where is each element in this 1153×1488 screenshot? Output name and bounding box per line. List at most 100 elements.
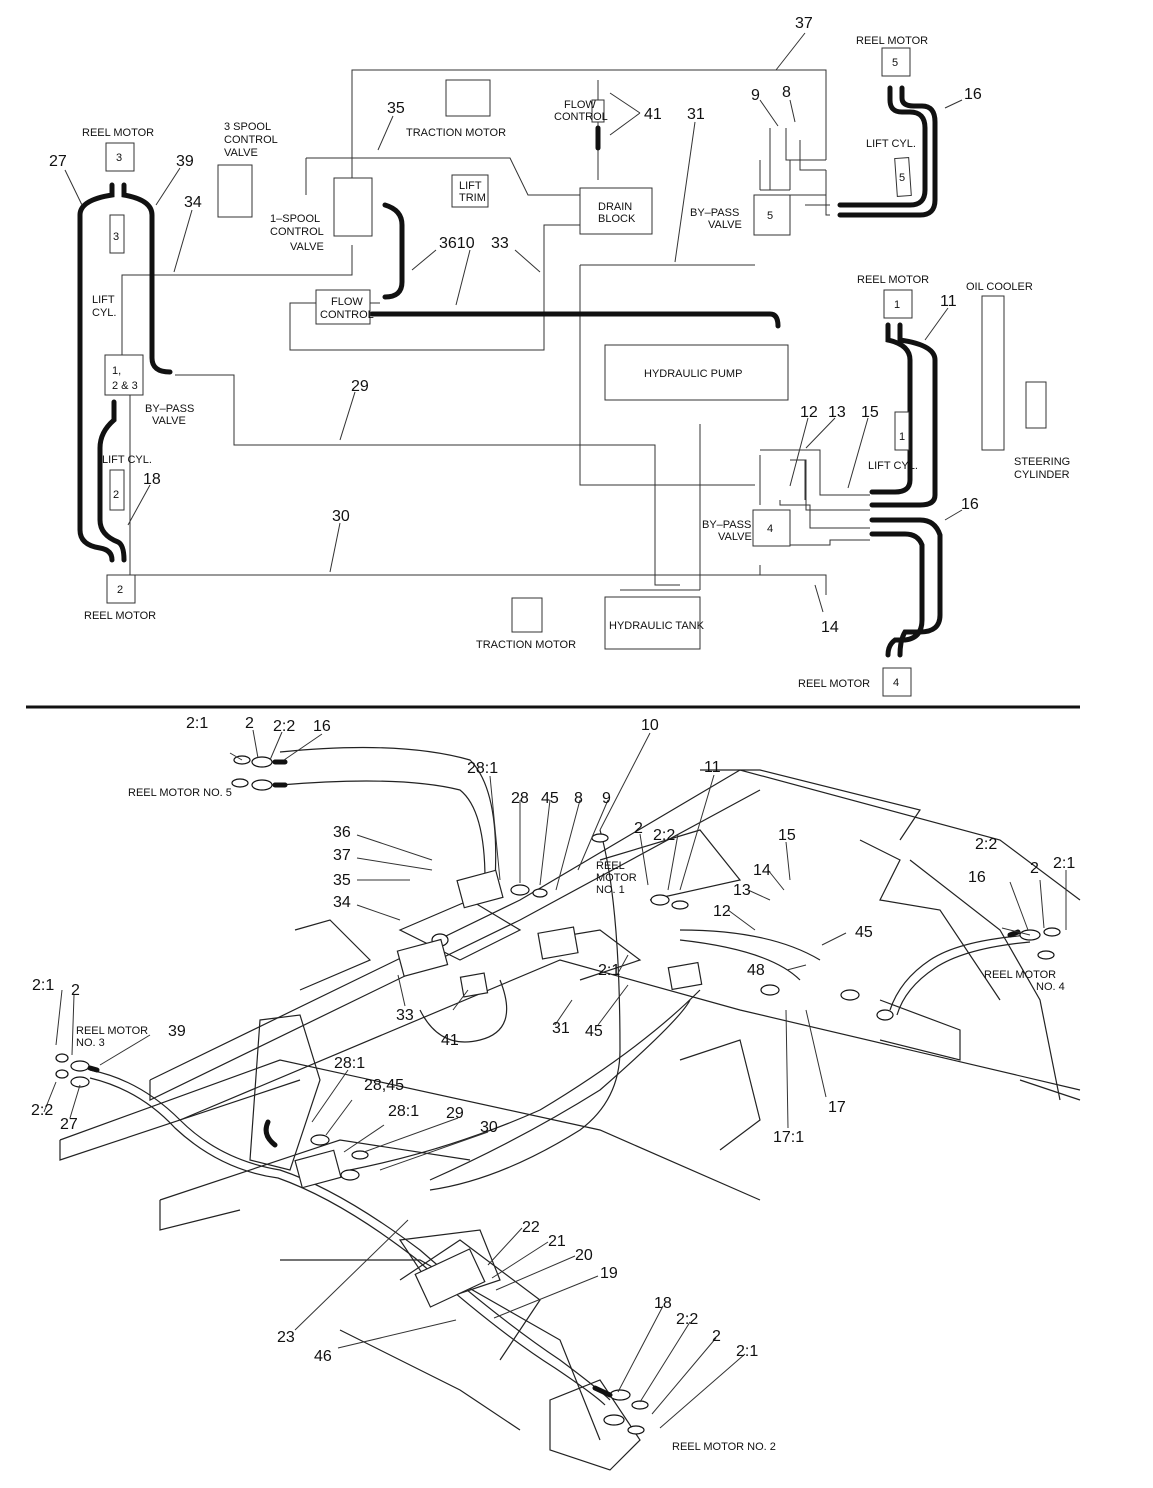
a-callout-17-1: 17:1 [773, 1129, 804, 1146]
callout-35: 35 [387, 100, 405, 117]
a-callout-16-reel4: 16 [968, 869, 986, 886]
hoses [77, 85, 943, 658]
a-callout-45-top: 45 [541, 790, 559, 807]
a-callout-13: 13 [733, 882, 751, 899]
callout-16-top: 16 [964, 86, 982, 103]
fitting-reel5-b [251, 756, 273, 768]
reel-motor-3-box [105, 142, 135, 172]
flow-control-box-label-2: CONTROL [320, 309, 374, 321]
a-callout-45-right: 45 [855, 924, 873, 941]
fitting-right-c [876, 1009, 894, 1021]
fitting-reel4-c [1037, 950, 1055, 960]
a-callout-19: 19 [600, 1265, 618, 1282]
lift-trim-label-2: TRIM [459, 192, 486, 204]
reel-motor-no4-label-1: REEL MOTOR [984, 969, 1056, 981]
a-callout-28-1-a: 28:1 [334, 1055, 365, 1072]
a-callout-22: 22 [522, 1219, 540, 1236]
lift-cyl-1-label: LIFT CYL. [868, 460, 918, 472]
a-callout-34: 34 [333, 894, 351, 911]
a-callout-29: 29 [446, 1105, 464, 1122]
lift-trim-box [451, 174, 489, 208]
callout-30: 30 [332, 508, 350, 525]
fitting-center-d [650, 894, 670, 906]
reel-motor-3-num: 3 [116, 152, 122, 164]
reel-motor-no5-label: REEL MOTOR NO. 5 [128, 787, 232, 799]
fitting-reel3-d [70, 1076, 90, 1088]
fitting-left-b [340, 1169, 360, 1181]
spool1-label-1: 1–SPOOL [270, 213, 320, 225]
lift-cylinder-5 [894, 157, 912, 197]
bypass5-box [753, 194, 791, 236]
callout-11: 11 [940, 293, 957, 310]
hydraulic-pump-label: HYDRAULIC PUMP [644, 368, 742, 380]
reel-motor-no3-label-1: REEL MOTOR [76, 1025, 148, 1037]
fitting-reel2-b [631, 1400, 649, 1410]
flow-control-box [315, 289, 371, 325]
lift-cyl-1-num: 1 [899, 431, 905, 443]
reel-motor-4-num: 4 [893, 677, 899, 689]
a-callout-39: 39 [168, 1023, 186, 1040]
traction-motor-top-box [445, 79, 491, 117]
a-callout-30: 30 [480, 1119, 498, 1136]
bypass4-num: 4 [767, 523, 773, 535]
callout-27: 27 [49, 153, 67, 170]
oil-cooler-label: OIL COOLER [966, 281, 1033, 293]
reel-motor-2-box [106, 574, 136, 604]
a-callout-2-2-reel2: 2:2 [676, 1311, 698, 1328]
a-callout-35: 35 [333, 872, 351, 889]
reel-motor-no2-label: REEL MOTOR NO. 2 [672, 1441, 776, 1453]
a-callout-9: 9 [602, 790, 611, 807]
a-callout-2-2-reel3: 2:2 [31, 1102, 53, 1119]
a-callout-17: 17 [828, 1099, 846, 1116]
lift-cyl-3-label-2: CYL. [92, 307, 116, 319]
reel-motor-no1-label-2: MOTOR [596, 872, 637, 884]
traction-motor-bottom-label: TRACTION MOTOR [476, 639, 576, 651]
fitting-reel5-d [251, 779, 273, 791]
a-callout-37: 37 [333, 847, 351, 864]
drain-block-box [579, 187, 653, 235]
callout-37: 37 [795, 15, 813, 32]
callout-9: 9 [751, 87, 760, 104]
valve-block-left [294, 1149, 342, 1189]
callout-39: 39 [176, 153, 194, 170]
hydraulic-tank-box [604, 596, 701, 650]
bypass-manifold [414, 1248, 486, 1308]
fittings [55, 755, 1061, 1435]
reel-motor-no1-label-1: REEL [596, 860, 625, 872]
spool3-label-1: 3 SPOOL [224, 121, 271, 133]
assembly-leaders [43, 729, 1067, 1429]
callout-16-bottom: 16 [961, 496, 979, 513]
valve-block-center [537, 926, 579, 960]
lift-cyl-3-label-1: LIFT [92, 294, 115, 306]
reel-motor-no4-label-2: NO. 4 [1036, 981, 1065, 993]
a-callout-31: 31 [552, 1020, 570, 1037]
a-callout-2-1-reel2: 2:1 [736, 1343, 758, 1360]
a-callout-16-reel5: 16 [313, 718, 331, 735]
a-callout-2-reel5: 2 [245, 715, 254, 732]
fitting-reel5-c [231, 778, 249, 788]
fitting-reel3-c [55, 1069, 69, 1079]
spool3-label-2: CONTROL [224, 134, 278, 146]
lift-cyl-5-label: LIFT CYL. [866, 138, 916, 150]
steering-cylinder-box [1025, 381, 1047, 429]
flow-control-top-label-1: FLOW [564, 99, 596, 111]
reel-motor-1-num: 1 [894, 299, 900, 311]
callout-12: 12 [800, 404, 818, 421]
a-callout-2-1-reel4: 2:1 [1053, 855, 1075, 872]
hose-ends [87, 759, 1021, 1398]
lift-cyl-3-num: 3 [113, 231, 119, 243]
a-callout-2-1-reel3: 2:1 [32, 977, 54, 994]
bypass5-num: 5 [767, 210, 773, 222]
reel-motor-4-box [882, 667, 912, 697]
a-callout-11: 11 [704, 759, 721, 776]
a-callout-15: 15 [778, 827, 796, 844]
drain-block-label-2: BLOCK [598, 213, 636, 225]
a-callout-20: 20 [575, 1247, 593, 1264]
a-callout-48: 48 [747, 962, 765, 979]
valve-block-top [456, 869, 504, 909]
valve-block-small [396, 938, 449, 977]
callout-14: 14 [821, 619, 839, 636]
reel-motor-4-label: REEL MOTOR [798, 678, 870, 690]
callout-41: 41 [644, 106, 662, 123]
